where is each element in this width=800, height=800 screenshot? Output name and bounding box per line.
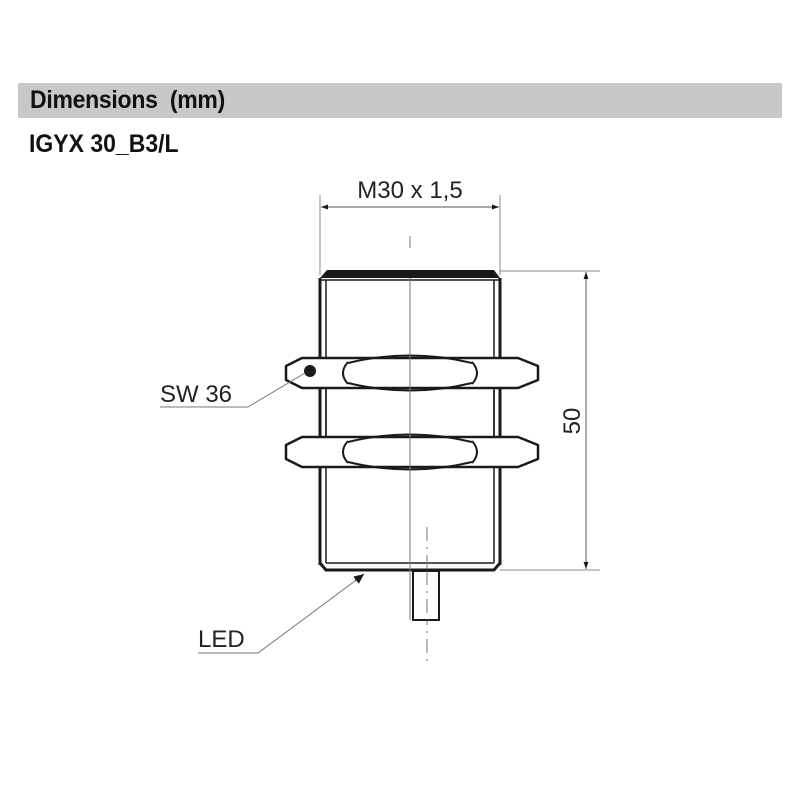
cable-stub	[412, 570, 440, 621]
length-dimension-label: 50	[559, 408, 586, 435]
thread-dimension-label: M30 x 1,5	[357, 177, 462, 204]
wrench-size-label: SW 36	[160, 381, 232, 408]
led-indicator-dot	[304, 365, 316, 377]
header-bar: Dimensions (mm)	[18, 83, 782, 118]
model-title: IGYX 30_B3/L	[29, 130, 179, 158]
led-callout: LED	[198, 573, 365, 654]
length-dimension: 50	[500, 270, 600, 571]
header-title: Dimensions (mm)	[30, 86, 225, 114]
hex-nut-upper	[284, 354, 540, 392]
hex-nut-lower	[284, 433, 540, 471]
wrench-size-callout: SW 36	[160, 372, 306, 408]
thread-dimension: M30 x 1,5	[319, 177, 501, 275]
sensor-body-between-nuts	[318, 388, 502, 437]
led-label: LED	[198, 626, 245, 653]
